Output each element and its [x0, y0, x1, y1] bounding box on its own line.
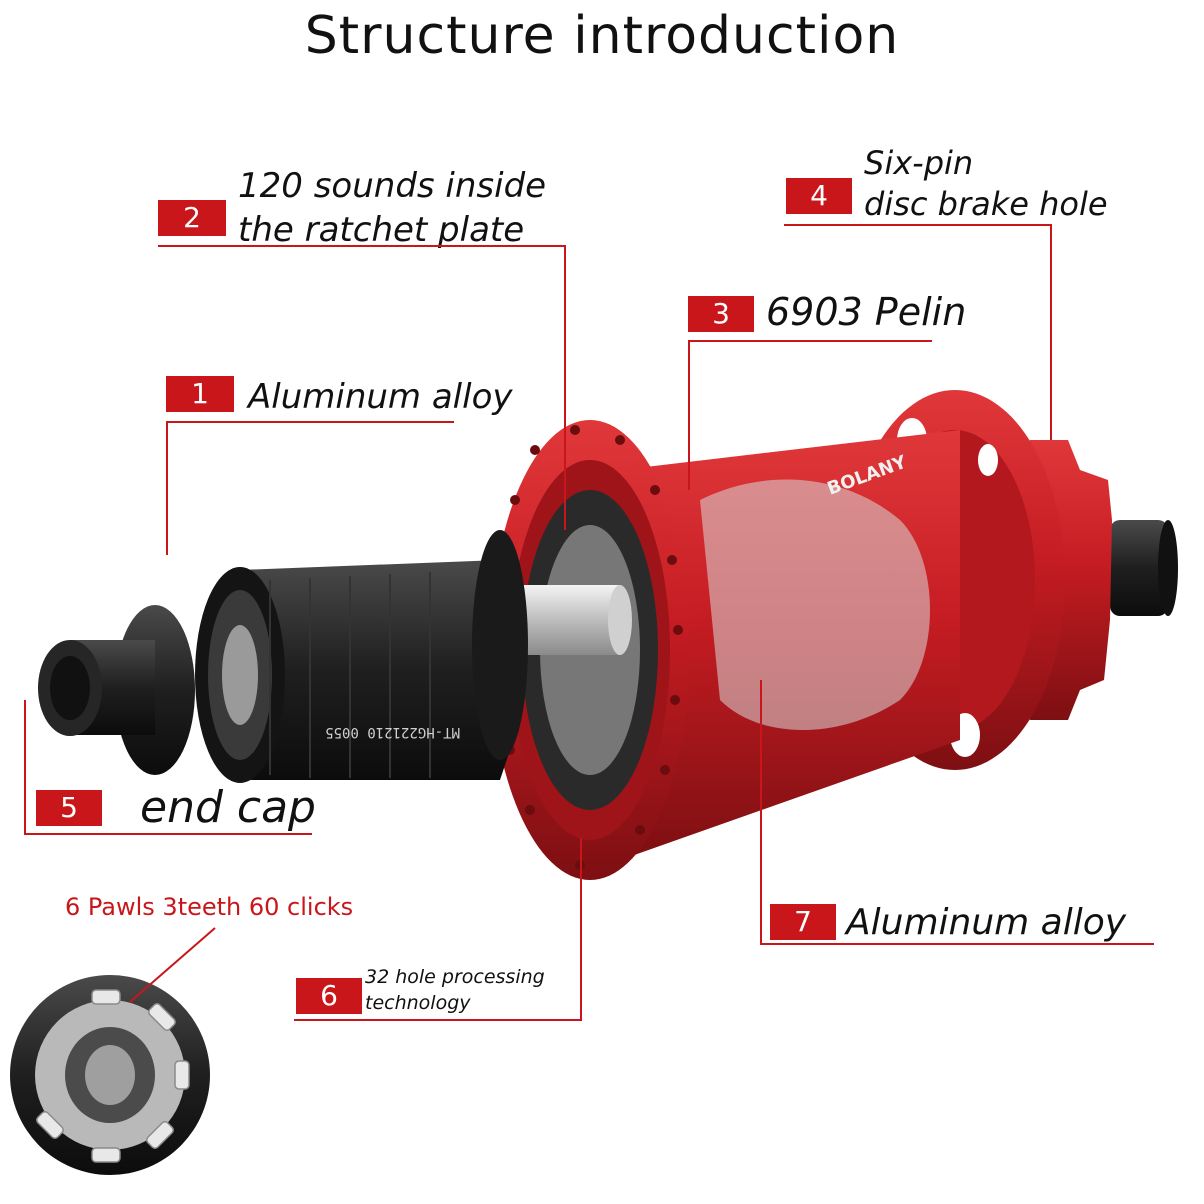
callout-1-line-h [166, 421, 454, 423]
callout-1-label: Aluminum alloy [248, 377, 513, 417]
callout-4-line-h [784, 224, 1052, 226]
callout-5-line-v [24, 700, 26, 835]
callout-2-label-line2: the ratchet plate [238, 210, 525, 250]
callout-3-label: 6903 Pelin [766, 290, 967, 334]
callout-3-line-v [688, 340, 690, 490]
callout-6-line-v [580, 838, 582, 1021]
callout-4-label-line2: disc brake hole [864, 185, 1108, 223]
right-axle-end [1110, 520, 1168, 616]
inset-note: 6 Pawls 3teeth 60 clicks [65, 893, 354, 921]
callout-5-badge: 5 [36, 790, 102, 826]
callout-7-line-h [760, 943, 1154, 945]
callout-1-line-v [166, 421, 168, 555]
callout-4-label-line1: Six-pin [864, 144, 974, 182]
page-title: Structure introduction [304, 6, 900, 66]
callout-7-label: Aluminum alloy [846, 902, 1127, 943]
callout-4-badge: 4 [786, 178, 852, 214]
callout-6-line-h [294, 1019, 582, 1021]
freehub-code: MT-HG221210 0055 [325, 724, 460, 740]
callout-1-badge: 1 [166, 376, 234, 412]
callout-5-line-h [24, 833, 312, 835]
callout-6-label-line1: 32 hole processing [365, 966, 545, 988]
callout-7-line-v [760, 680, 762, 945]
callout-3-badge: 3 [688, 296, 754, 332]
callout-2-label-line1: 120 sounds inside [238, 166, 547, 206]
callout-6-label-line2: technology [365, 992, 471, 1014]
callout-3-line-h [688, 340, 932, 342]
callout-4-line-v [1050, 224, 1052, 440]
callout-2-line-h [158, 245, 566, 247]
callout-7-badge: 7 [770, 904, 836, 940]
callout-5-label: end cap [140, 782, 316, 833]
callout-2-badge: 2 [158, 200, 226, 236]
callout-6-badge: 6 [296, 978, 362, 1014]
axle [510, 585, 620, 655]
callout-2-line-v [564, 245, 566, 530]
end-cap-part [38, 605, 195, 775]
pawl-freehub-inset [10, 975, 210, 1175]
inset-note-leader [129, 927, 216, 1003]
